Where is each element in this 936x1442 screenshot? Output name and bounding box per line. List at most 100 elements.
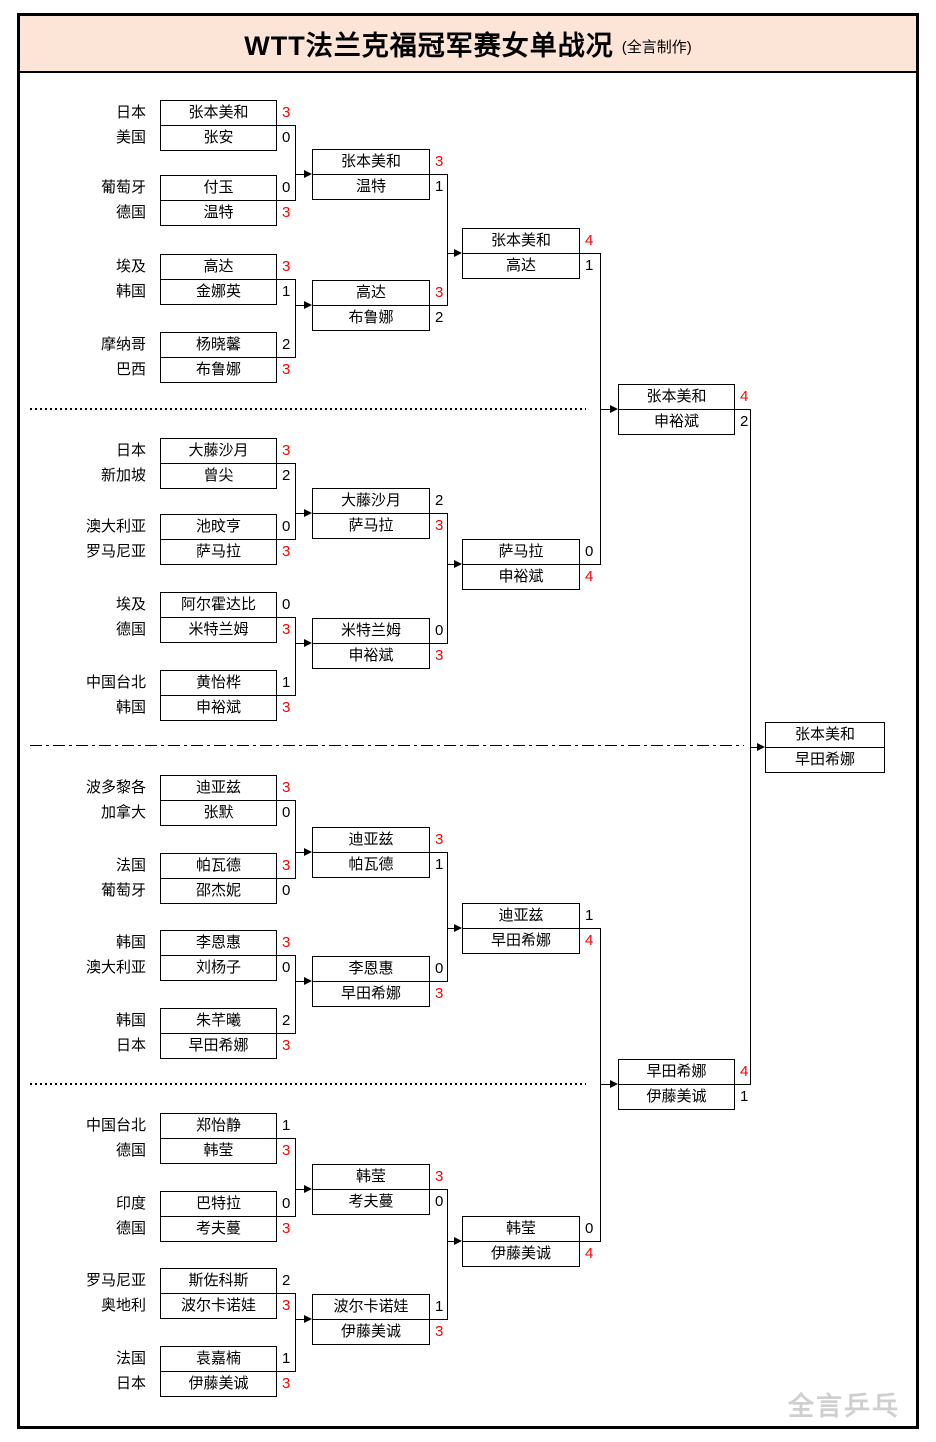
connector-line [295, 1189, 304, 1190]
connector-line [277, 1216, 296, 1217]
player-name-box: 张安 [160, 125, 277, 151]
match-score: 3 [435, 647, 444, 664]
player-name-box: 迪亚兹 [312, 827, 430, 853]
connector-line [430, 174, 448, 175]
connector-line [277, 955, 296, 956]
match-score: 3 [282, 699, 291, 716]
country-label: 加拿大 [100, 804, 146, 821]
player-name-box: 池旼亨 [160, 514, 277, 540]
arrow-right-icon [610, 405, 618, 413]
connector-line [750, 747, 757, 748]
player-name-box: 萨马拉 [462, 539, 580, 565]
connector-line [295, 643, 304, 644]
connector-line [430, 1189, 448, 1190]
country-label: 葡萄牙 [100, 179, 146, 196]
match-score: 3 [435, 831, 444, 848]
match-score: 2 [282, 1012, 291, 1029]
connector-line [735, 409, 751, 410]
match-score: 1 [282, 1350, 291, 1367]
player-name-box: 申裕斌 [462, 564, 580, 590]
match-score: 3 [282, 1297, 291, 1314]
connector-line [277, 1371, 296, 1372]
player-name-box: 布鲁娜 [160, 357, 277, 383]
connector-line [430, 305, 448, 306]
country-label: 波多黎各 [85, 779, 146, 796]
match-score: 0 [282, 518, 291, 535]
match-score: 1 [585, 257, 594, 274]
arrow-right-icon [304, 977, 312, 985]
player-name-box: 郑怡静 [160, 1113, 277, 1139]
match-score: 4 [585, 568, 594, 585]
player-name-box: 斯佐科斯 [160, 1268, 277, 1294]
connector-line [447, 174, 448, 306]
country-label: 奥地利 [100, 1297, 146, 1314]
watermark: 全言乒乓 [788, 1391, 901, 1421]
connector-line [277, 357, 296, 358]
country-label: 埃及 [115, 258, 146, 275]
match-score: 2 [435, 309, 444, 326]
country-label: 法国 [115, 857, 146, 874]
player-name-box: 张本美和 [160, 100, 277, 126]
player-name-box: 布鲁娜 [312, 305, 430, 331]
connector-line [447, 513, 448, 644]
match-score: 0 [282, 596, 291, 613]
player-name-box: 温特 [312, 174, 430, 200]
match-score: 1 [435, 856, 444, 873]
country-label: 印度 [115, 1195, 146, 1212]
connector-line [295, 463, 296, 540]
connector-line [430, 981, 448, 982]
player-name-box: 高达 [462, 253, 580, 279]
player-name-box: 大藤沙月 [312, 488, 430, 514]
connector-line [277, 200, 296, 201]
match-score: 0 [282, 959, 291, 976]
player-name-box: 张本美和 [765, 722, 885, 748]
player-name-box: 米特兰姆 [312, 618, 430, 644]
player-name-box: 申裕斌 [160, 695, 277, 721]
player-name-box: 萨马拉 [160, 539, 277, 565]
player-name-box: 帕瓦德 [160, 853, 277, 879]
connector-line [295, 279, 296, 358]
country-label: 德国 [115, 204, 146, 221]
player-name-box: 考夫蔓 [312, 1189, 430, 1215]
country-label: 日本 [115, 104, 146, 121]
connector-line [277, 539, 296, 540]
connector-line [295, 981, 304, 982]
arrow-right-icon [454, 249, 462, 257]
connector-line [447, 564, 454, 565]
arrow-right-icon [304, 639, 312, 647]
connector-line [735, 1084, 751, 1085]
country-label: 新加坡 [100, 467, 146, 484]
player-name-box: 李恩惠 [160, 930, 277, 956]
section-divider-bottom [30, 1083, 586, 1085]
arrow-right-icon [304, 1185, 312, 1193]
country-label: 葡萄牙 [100, 882, 146, 899]
arrow-right-icon [304, 848, 312, 856]
match-score: 0 [435, 960, 444, 977]
country-label: 中国台北 [85, 674, 146, 691]
section-divider-middle [30, 745, 744, 746]
connector-line [295, 305, 304, 306]
connector-line [277, 463, 296, 464]
match-score: 3 [282, 258, 291, 275]
connector-line [295, 1319, 304, 1320]
connector-line [600, 928, 601, 1242]
player-name-box: 韩莹 [312, 1164, 430, 1190]
match-score: 3 [282, 204, 291, 221]
connector-line [295, 125, 296, 201]
player-name-box: 张本美和 [462, 228, 580, 254]
connector-line [277, 878, 296, 879]
player-name-box: 帕瓦德 [312, 852, 430, 878]
page-subtitle: (全言制作) [621, 39, 692, 56]
connector-line [277, 800, 296, 801]
country-label: 日本 [115, 1037, 146, 1054]
connector-line [295, 617, 296, 696]
match-score: 2 [282, 467, 291, 484]
connector-line [447, 852, 448, 982]
connector-line [277, 1293, 296, 1294]
connector-line [277, 125, 296, 126]
match-score: 0 [585, 1220, 594, 1237]
connector-line [580, 253, 601, 254]
match-score: 2 [282, 1272, 291, 1289]
player-name-box: 迪亚兹 [160, 775, 277, 801]
